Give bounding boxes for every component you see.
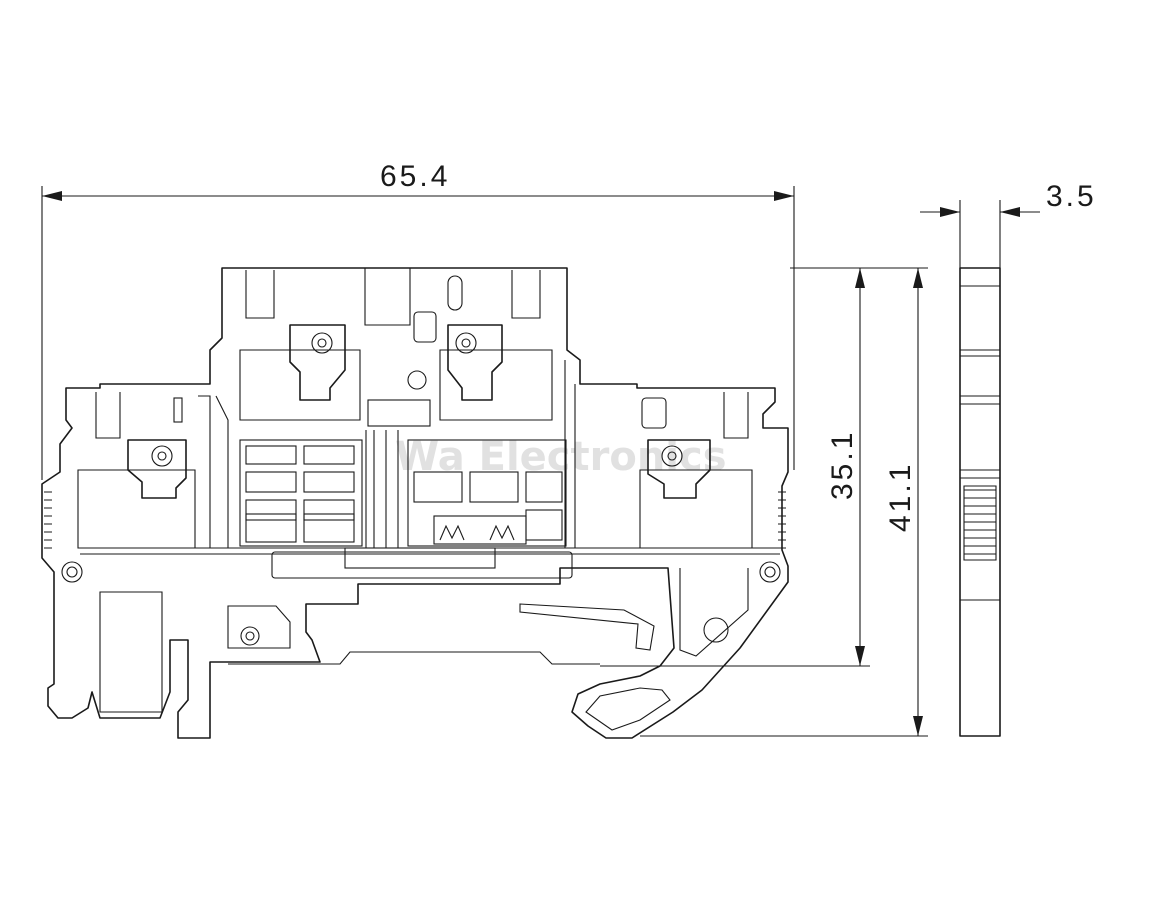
- hook-inner: [585, 687, 671, 731]
- body-outline: [41, 267, 789, 739]
- base-bar: [271, 551, 573, 579]
- mount-hole-right: [759, 561, 781, 583]
- dimension-width: 65.4: [41, 160, 795, 480]
- upper-top-notch: [364, 268, 411, 326]
- rail-slot: [227, 605, 291, 649]
- base-rail-strip: [228, 651, 600, 665]
- upper-right-clamp: [447, 324, 503, 401]
- lower-left-clamp: [127, 439, 187, 499]
- deck-line: [80, 547, 780, 555]
- side-outline: [959, 267, 1001, 737]
- lower-right-window: [641, 397, 667, 429]
- width-label: 65.4: [380, 160, 450, 193]
- foot-left: [99, 591, 163, 713]
- depth-label: 3.5: [1046, 180, 1097, 213]
- left-grip-ribs: [44, 491, 52, 549]
- right-grip-ribs: [778, 491, 786, 549]
- mount-hole-right-inner: [764, 566, 776, 578]
- side-features: [960, 285, 1000, 601]
- center-hole: [407, 370, 427, 390]
- dimension-depth: 3.5: [920, 180, 1097, 268]
- side-inset: [963, 485, 997, 561]
- side-ribs: [964, 489, 996, 555]
- lower-left-slot: [173, 397, 183, 423]
- total-height-label: 41.1: [884, 462, 917, 532]
- spring-arm: [519, 603, 655, 651]
- rail-hole-left: [240, 626, 260, 646]
- lower-left-chamber: [77, 469, 196, 549]
- upper-bridge: [367, 399, 431, 427]
- side-view: [959, 267, 1001, 737]
- height-rail-label: 35.1: [826, 430, 859, 500]
- upper-left-clamp: [289, 324, 346, 401]
- watermark: Wa Electronics: [395, 434, 727, 480]
- right-wall: [564, 360, 576, 548]
- upper-tier-right-slot: [439, 349, 553, 421]
- upper-slot-hole: [447, 275, 463, 311]
- marker-grid-left: [239, 439, 363, 547]
- rail-hole-left-inner: [245, 631, 255, 641]
- marker-grid-right: [407, 439, 567, 547]
- right-foot-inner: [679, 568, 749, 657]
- upper-latch-right: [511, 270, 541, 319]
- dimension-height-rail: 35.1: [600, 267, 870, 667]
- lower-right-latch: [723, 392, 749, 439]
- mount-hole-left: [61, 561, 83, 583]
- lower-right-chamber: [639, 469, 753, 549]
- upper-latch-left: [245, 270, 275, 319]
- front-view: [41, 267, 789, 739]
- lower-right-clamp: [647, 439, 711, 499]
- center-pin: [413, 311, 437, 343]
- mount-hole-left-inner: [66, 566, 78, 578]
- center-divider: [365, 430, 399, 548]
- dimension-total-height: 41.1: [640, 267, 928, 737]
- rail-hole-right: [703, 617, 729, 643]
- upper-tier-left-slot: [239, 349, 361, 421]
- base-inner-bar: [344, 547, 496, 569]
- lower-left-latch: [95, 392, 121, 439]
- left-wall: [198, 395, 229, 548]
